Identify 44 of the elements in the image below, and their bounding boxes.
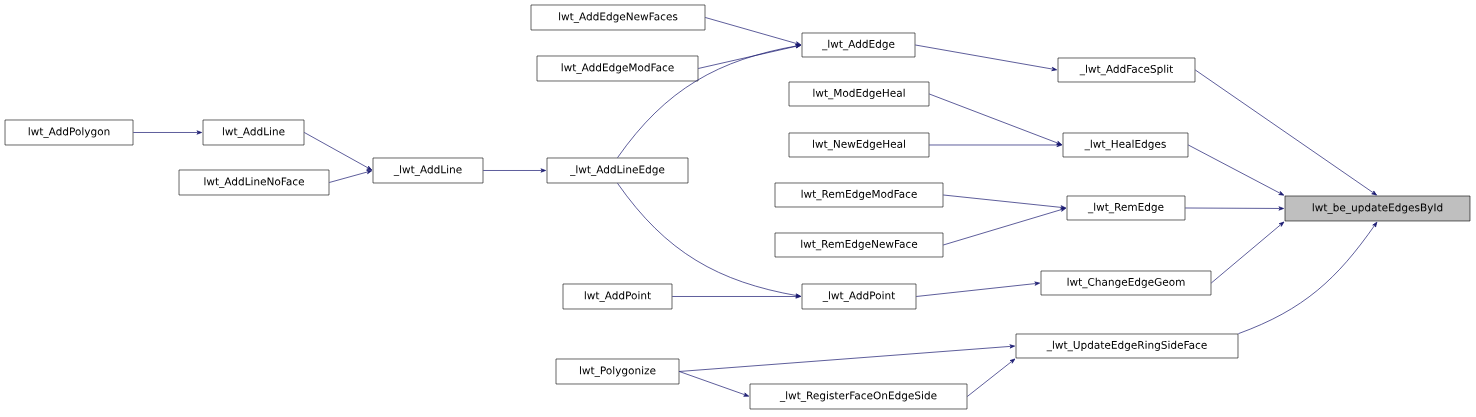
- function-box: lwt_AddPolygon: [4, 119, 134, 146]
- function-box: lwt_RemEdgeModFace: [774, 182, 944, 208]
- function-box: lwt_AddEdgeModFace: [536, 55, 699, 82]
- function-box: _lwt_AddPoint: [801, 283, 917, 310]
- function-box: _lwt_RemEdge: [1066, 195, 1186, 221]
- arrow: [678, 344, 1015, 372]
- arrow: [132, 130, 203, 135]
- function-box: lwt_RemEdgeNewFace: [774, 232, 944, 258]
- function-box: lwt_AddEdgeNewFaces: [530, 4, 706, 31]
- function-box: lwt_be_updateEdgesById: [1284, 195, 1471, 222]
- arrow: [303, 132, 373, 171]
- arrow: [1237, 221, 1378, 335]
- arrow: [328, 170, 373, 183]
- function-box: _lwt_UpdateEdgeRingSideFace: [1015, 333, 1239, 359]
- arrow: [928, 142, 1062, 148]
- function-box: lwt_ModEdgeHeal: [788, 81, 930, 107]
- function-box: _lwt_HealEdges: [1062, 132, 1189, 158]
- function-box: lwt_AddLine: [202, 119, 305, 146]
- arrow: [942, 207, 1067, 246]
- function-box: lwt_ChangeEdgeGeom: [1040, 270, 1212, 296]
- function-box: lwt_AddLineNoFace: [178, 169, 330, 196]
- arrow: [942, 194, 1066, 210]
- function-box: lwt_Polygonize: [555, 358, 680, 385]
- arrow: [1187, 144, 1285, 196]
- function-box: _lwt_RegisterFaceOnEdgeSide: [749, 383, 968, 410]
- arrow: [1194, 69, 1377, 196]
- function-box: lwt_AddPoint: [562, 283, 673, 310]
- function-box: lwt_NewEdgeHeal: [788, 132, 930, 158]
- arrow: [928, 93, 1063, 145]
- arrow: [915, 281, 1040, 297]
- arrow: [482, 168, 546, 173]
- arrow: [617, 182, 802, 298]
- arrow: [914, 44, 1058, 72]
- function-box: _lwt_AddFaceSplit: [1057, 57, 1196, 83]
- arrow: [1184, 206, 1284, 211]
- arrow: [671, 294, 801, 299]
- function-box: _lwt_AddEdge: [801, 32, 916, 58]
- arrow: [678, 371, 750, 397]
- arrow: [1210, 221, 1285, 284]
- arrow: [966, 358, 1016, 397]
- arrow: [697, 44, 802, 69]
- function-box: _lwt_AddLine: [372, 157, 484, 184]
- arrow: [704, 17, 802, 46]
- function-box: _lwt_AddLineEdge: [546, 157, 689, 184]
